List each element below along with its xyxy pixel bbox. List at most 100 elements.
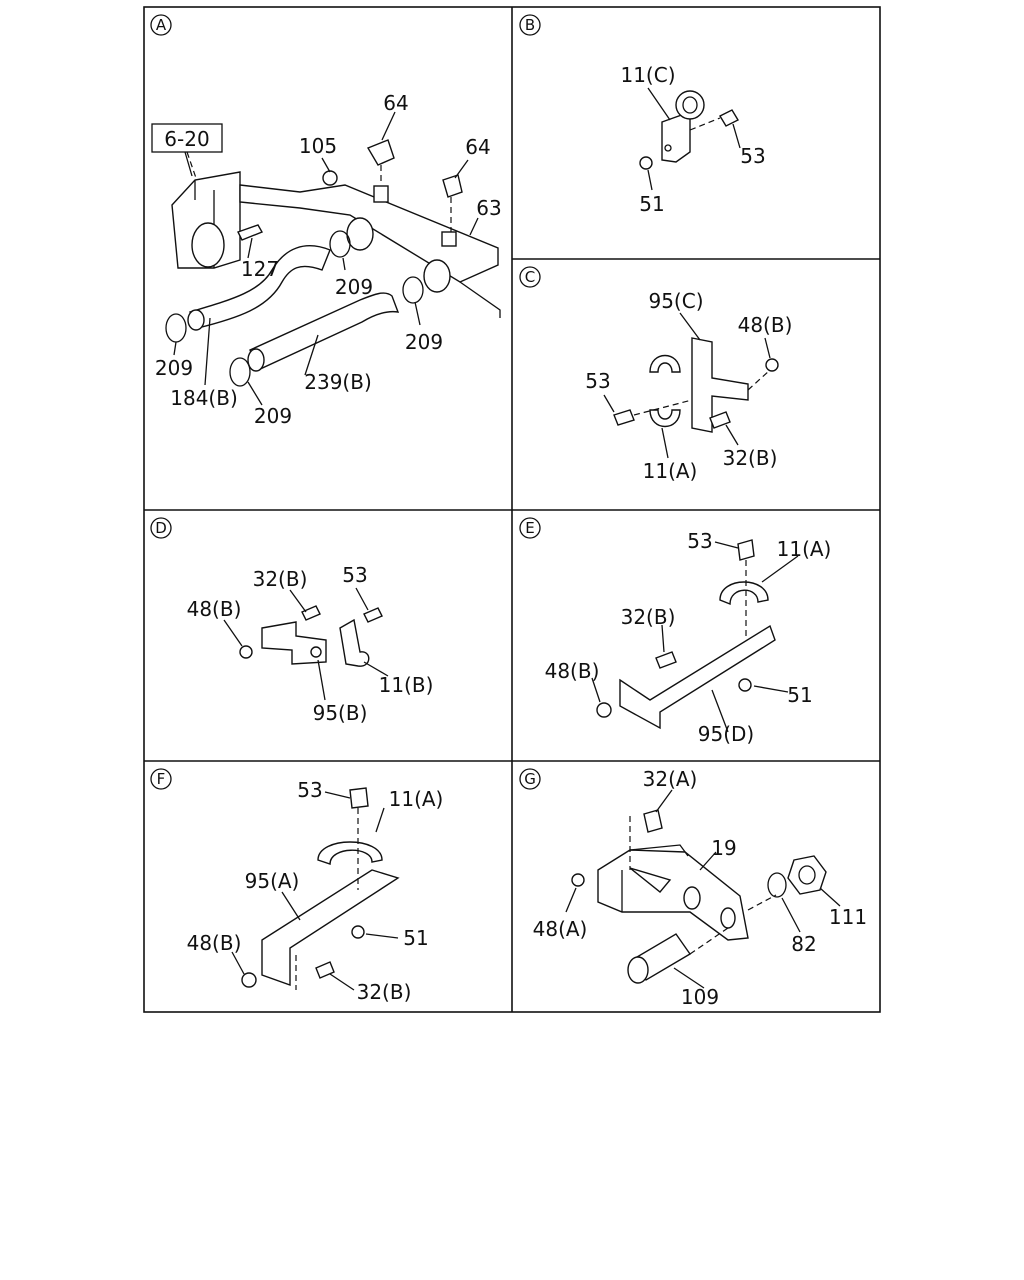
nut-48a [571,873,585,887]
bolt-32a [643,809,663,833]
clip-11a [719,581,769,606]
bolt-53 [737,539,755,561]
panel-b-letter: B [525,16,535,34]
panel-a-letter: A [156,16,167,34]
bolt-32b [301,605,321,621]
callout-111: 111 [829,905,867,929]
callout-82: 82 [791,932,816,956]
callout-19: 19 [711,836,736,860]
callout-51: 51 [403,926,428,950]
hose-clamp-209-2 [329,230,351,258]
panel-g-marker: G [519,768,541,790]
panel-e-letter: E [525,519,534,537]
callout-239b: 239(B) [304,370,372,394]
nut-51 [639,156,653,170]
callout-53: 53 [297,778,322,802]
callout-53: 53 [342,563,367,587]
bolt-32b [315,961,335,979]
hose-clamp-209-3 [402,276,424,304]
panel-e: E 53 11(A) 32(B) 48(B) 51 95(D) [519,517,832,746]
bolt-53 [349,787,369,809]
callout-51: 51 [787,683,812,707]
callout-32a: 32(A) [643,767,698,791]
nut-51 [351,925,365,939]
hose-clamp-209-1 [165,313,187,343]
callout-209: 209 [405,330,443,354]
nut-105 [322,170,338,186]
hex-nut-111 [787,855,827,895]
hose-clamp-209-4 [229,357,251,387]
elbow-fitting-64-right [442,174,463,198]
bracket-63 [239,184,499,283]
bracket-95d [619,624,776,730]
clip-half-11a-upper [649,355,681,373]
callout-95b: 95(B) [313,701,368,725]
callout-209: 209 [254,404,292,428]
callout-32b: 32(B) [357,980,412,1004]
lock-washer-82 [767,872,787,898]
panel-f-marker: F [150,768,172,790]
clip-bracket-11c [661,111,691,163]
hose-239b [249,292,400,371]
callout-53: 53 [585,369,610,393]
panel-c-marker: C [519,266,541,288]
bolt-53 [613,409,635,426]
panel-e-marker: E [519,517,541,539]
panel-f-letter: F [157,770,166,788]
callout-11c: 11(C) [620,63,675,87]
clip-half-11a-lower [649,409,681,427]
callout-64: 64 [383,91,408,115]
bracket-95b [261,621,327,665]
callout-184b: 184(B) [170,386,238,410]
bracket-95a [261,869,400,986]
panel-d-letter: D [155,519,167,537]
plate-95c [691,337,749,433]
bolt-127 [237,224,264,241]
callout-95a: 95(A) [245,869,300,893]
callout-11a: 11(A) [389,787,444,811]
callout-48b: 48(B) [545,659,600,683]
callout-51: 51 [639,192,664,216]
callout-53: 53 [740,144,765,168]
panel-c-letter: C [525,268,535,286]
bolt-53 [363,607,383,623]
clip-11a [317,841,383,865]
nut-48b [241,972,257,988]
bolt-53 [719,109,739,127]
clip-11b [339,618,370,667]
panel-c: C 95(C) 48(B) 53 32(B) 11(A) [519,266,793,483]
callout-95c: 95(C) [648,289,703,313]
elbow-fitting-64-left [366,139,395,166]
callout-95d: 95(D) [698,722,754,746]
nut-48b [596,702,612,718]
panel-b-marker: B [519,14,541,36]
callout-127: 127 [241,257,279,281]
callout-48b: 48(B) [738,313,793,337]
panel-d: D 32(B) 53 48(B) 11(B) 95(B) [150,517,434,725]
callout-11a: 11(A) [777,537,832,561]
callout-53: 53 [687,529,712,553]
nut-48b [239,645,253,659]
panel-g-letter: G [524,770,536,788]
callout-32b: 32(B) [253,567,308,591]
bolt-32b [709,411,731,429]
callout-32b: 32(B) [723,446,778,470]
nut-51 [738,678,752,692]
callout-11b: 11(B) [379,673,434,697]
panel-d-marker: D [150,517,172,539]
hose-184b [189,245,331,329]
callout-63: 63 [476,196,501,220]
callout-32b: 32(B) [621,605,676,629]
callout-209: 209 [335,275,373,299]
panel-g: G 32(A) 19 48(A) 111 82 109 [519,767,867,1009]
panel-b: B 11(C) 53 51 [519,14,766,216]
callout-209: 209 [155,356,193,380]
bolt-32b [655,651,677,669]
panel-f: F 53 11(A) 95(A) 48(B) 51 32(B) [150,768,444,1004]
nut-48b [765,358,779,372]
reference-6-20: 6-20 [164,127,209,151]
callout-109: 109 [681,985,719,1009]
callout-48a: 48(A) [533,917,588,941]
panel-a: A 64 [150,14,502,428]
